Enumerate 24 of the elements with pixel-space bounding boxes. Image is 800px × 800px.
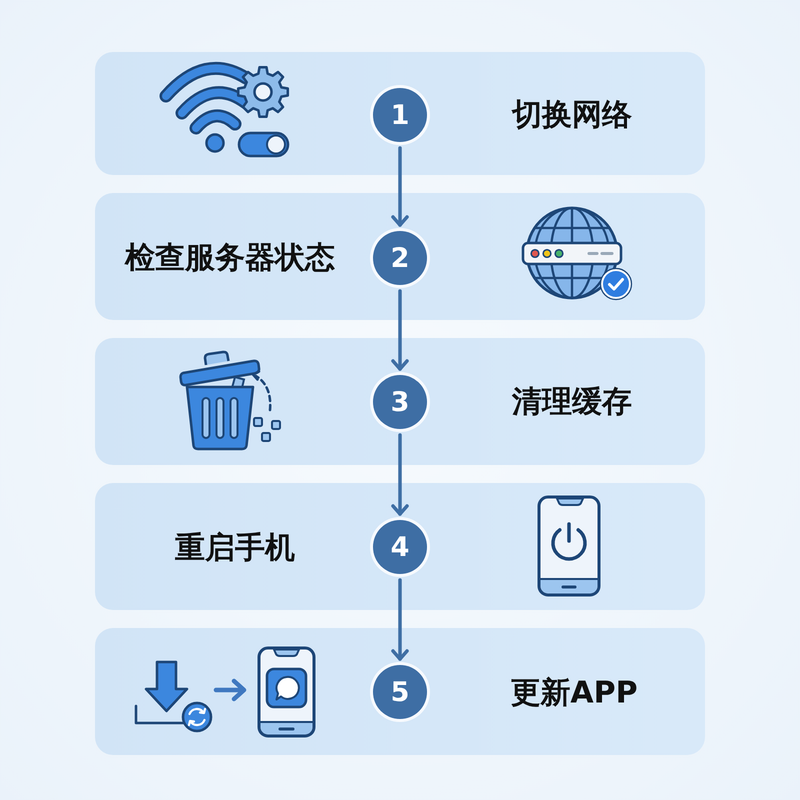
step-band [95, 483, 705, 610]
step-label: 重启手机 [175, 532, 295, 564]
step-band [95, 193, 705, 320]
step-circle [373, 88, 427, 142]
step-number: 3 [390, 388, 410, 416]
arrow [391, 578, 409, 661]
step-circle [373, 231, 427, 285]
step-number: 2 [390, 244, 410, 272]
step-number: 1 [390, 102, 410, 128]
step-number: 5 [390, 678, 410, 706]
step-label: 切换网络 [512, 98, 632, 132]
step-band [95, 628, 705, 755]
step-band [95, 338, 705, 465]
arrow [391, 146, 409, 227]
step-circle [373, 375, 427, 429]
arrow [391, 433, 409, 516]
step-circle [373, 520, 427, 574]
step-circle [373, 665, 427, 719]
step-band [95, 52, 705, 175]
step-label: 清理缓存 [512, 386, 632, 418]
step-label: 更新APP [510, 676, 638, 710]
arrow [391, 289, 409, 371]
step-label: 检查服务器状态 [125, 242, 335, 274]
step-number: 4 [390, 534, 410, 560]
